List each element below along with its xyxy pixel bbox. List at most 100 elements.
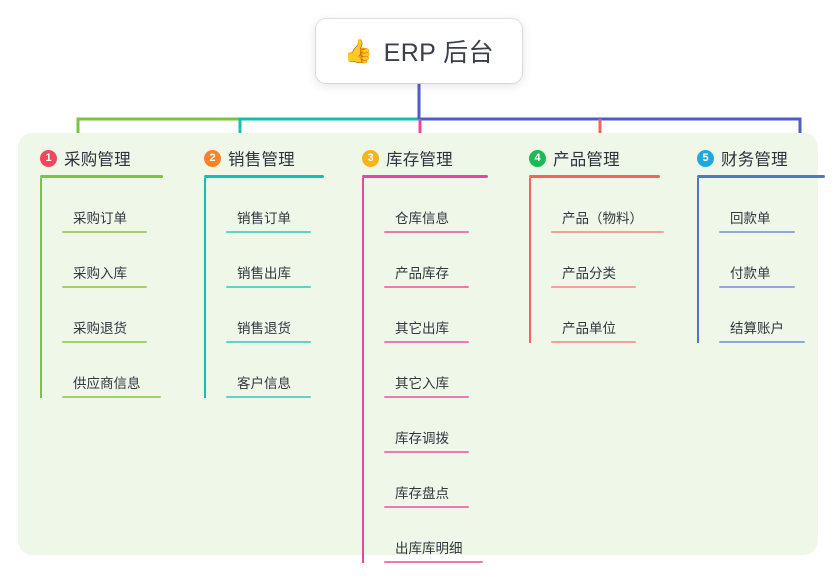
subitem[interactable]: 供应商信息 bbox=[62, 343, 178, 398]
subitem-label: 其它出库 bbox=[395, 321, 449, 336]
subitem-label: 出库库明细 bbox=[395, 541, 463, 556]
category-title-4: 产品管理 bbox=[553, 151, 620, 169]
category-title-5: 财务管理 bbox=[721, 151, 788, 169]
subitem-label: 回款单 bbox=[730, 211, 771, 226]
subitem-label: 采购订单 bbox=[73, 211, 127, 226]
subitem-underline bbox=[226, 231, 311, 233]
category-badge-2: 2 bbox=[204, 149, 221, 167]
subitem-list-4: 产品（物料） 产品分类产品单位 bbox=[529, 178, 677, 343]
category-title-3: 库存管理 bbox=[386, 151, 453, 169]
category-column-5: 5 财务管理回款单付款单结算账户 bbox=[675, 141, 825, 343]
category-rule-5 bbox=[697, 175, 825, 178]
subitem-spine-2 bbox=[204, 178, 206, 398]
subitem-label: 结算账户 bbox=[730, 321, 784, 336]
category-header-1[interactable]: 1 采购管理 bbox=[18, 141, 178, 175]
thumbs-up-icon: 👍 bbox=[344, 37, 373, 64]
subitem-underline bbox=[719, 341, 805, 343]
subitem[interactable]: 客户信息 bbox=[226, 343, 342, 398]
subitem-list-2: 销售订单销售出库销售退货客户信息 bbox=[204, 178, 342, 398]
subitem-spine-5 bbox=[697, 178, 699, 343]
root-node-card[interactable]: 👍 ERP 后台 bbox=[316, 19, 522, 83]
subitem-underline bbox=[62, 286, 147, 288]
root-node-content: 👍 ERP 后台 bbox=[344, 33, 494, 69]
subitem[interactable]: 库存盘点 bbox=[384, 453, 510, 508]
category-column-1: 1 采购管理采购订单采购入库采购退货供应商信息 bbox=[18, 141, 178, 398]
subitem[interactable]: 采购退货 bbox=[62, 288, 178, 343]
subitem[interactable]: 回款单 bbox=[719, 178, 825, 233]
subitem-underline bbox=[384, 231, 469, 233]
subitem[interactable]: 产品（物料） bbox=[551, 178, 677, 233]
subitem[interactable]: 其它出库 bbox=[384, 288, 510, 343]
category-title-1: 采购管理 bbox=[64, 151, 131, 169]
category-column-3: 3 库存管理仓库信息产品库存其它出库其它入库库存调拨库存盘点出库库明细 bbox=[340, 141, 510, 563]
subitem-label: 其它入库 bbox=[395, 376, 449, 391]
subitem-label: 销售退货 bbox=[237, 321, 291, 336]
subitem-label: 产品库存 bbox=[395, 266, 449, 281]
category-header-5[interactable]: 5 财务管理 bbox=[675, 141, 825, 175]
subitem[interactable]: 出库库明细 bbox=[384, 508, 510, 563]
category-badge-5: 5 bbox=[697, 149, 714, 167]
category-header-4[interactable]: 4 产品管理 bbox=[507, 141, 677, 175]
subitem[interactable]: 采购入库 bbox=[62, 233, 178, 288]
category-badge-4: 4 bbox=[529, 149, 546, 167]
subitem-label: 采购入库 bbox=[73, 266, 127, 281]
subitem-underline bbox=[384, 396, 469, 398]
subitem[interactable]: 产品单位 bbox=[551, 288, 677, 343]
subitem-underline bbox=[226, 396, 311, 398]
subitem[interactable]: 付款单 bbox=[719, 233, 825, 288]
subitem-list-3: 仓库信息产品库存其它出库其它入库库存调拨库存盘点出库库明细 bbox=[362, 178, 510, 563]
subitem-spine-3 bbox=[362, 178, 364, 563]
subitem-underline bbox=[226, 341, 311, 343]
subitem-list-5: 回款单付款单结算账户 bbox=[697, 178, 825, 343]
subitem[interactable]: 销售退货 bbox=[226, 288, 342, 343]
category-column-4: 4 产品管理产品（物料） 产品分类产品单位 bbox=[507, 141, 677, 343]
subitem[interactable]: 销售订单 bbox=[226, 178, 342, 233]
subitem-underline bbox=[551, 286, 636, 288]
subitem-label: 产品分类 bbox=[562, 266, 616, 281]
subitem-underline bbox=[384, 286, 469, 288]
subitem-label: 销售出库 bbox=[237, 266, 291, 281]
subitem-spine-4 bbox=[529, 178, 531, 343]
subitem-underline bbox=[226, 286, 311, 288]
category-header-3[interactable]: 3 库存管理 bbox=[340, 141, 510, 175]
subitem-list-1: 采购订单采购入库采购退货供应商信息 bbox=[40, 178, 178, 398]
category-rule-4 bbox=[529, 175, 660, 178]
subitem-underline bbox=[719, 231, 795, 233]
subitem[interactable]: 库存调拨 bbox=[384, 398, 510, 453]
subitem-label: 仓库信息 bbox=[395, 211, 449, 226]
subitem[interactable]: 产品库存 bbox=[384, 233, 510, 288]
subitem-label: 库存盘点 bbox=[395, 486, 449, 501]
subitem[interactable]: 产品分类 bbox=[551, 233, 677, 288]
subitem-label: 销售订单 bbox=[237, 211, 291, 226]
subitem-underline bbox=[384, 341, 469, 343]
subitem-underline bbox=[384, 451, 469, 453]
subitem-label: 付款单 bbox=[730, 266, 771, 281]
subitem-underline bbox=[62, 341, 147, 343]
category-badge-3: 3 bbox=[362, 149, 379, 167]
subitem[interactable]: 结算账户 bbox=[719, 288, 825, 343]
subitem-label: 客户信息 bbox=[237, 376, 291, 391]
subitem-label: 产品单位 bbox=[562, 321, 616, 336]
subitem[interactable]: 销售出库 bbox=[226, 233, 342, 288]
category-rule-3 bbox=[362, 175, 488, 178]
subitem-underline bbox=[551, 341, 636, 343]
subitem-underline bbox=[62, 231, 147, 233]
subitem-label: 库存调拨 bbox=[395, 431, 449, 446]
subitem-underline bbox=[384, 561, 483, 563]
subitem-label: 产品（物料） bbox=[562, 211, 643, 226]
root-node-title: ERP 后台 bbox=[383, 39, 494, 67]
category-badge-1: 1 bbox=[40, 149, 57, 167]
subitem[interactable]: 采购订单 bbox=[62, 178, 178, 233]
subitem-underline bbox=[384, 506, 469, 508]
subitem[interactable]: 其它入库 bbox=[384, 343, 510, 398]
subitem-underline bbox=[719, 286, 795, 288]
category-rule-1 bbox=[40, 175, 163, 178]
subitem-label: 供应商信息 bbox=[73, 376, 141, 391]
subitem-spine-1 bbox=[40, 178, 42, 398]
subitem[interactable]: 仓库信息 bbox=[384, 178, 510, 233]
category-rule-2 bbox=[204, 175, 324, 178]
subitem-underline bbox=[551, 231, 664, 233]
